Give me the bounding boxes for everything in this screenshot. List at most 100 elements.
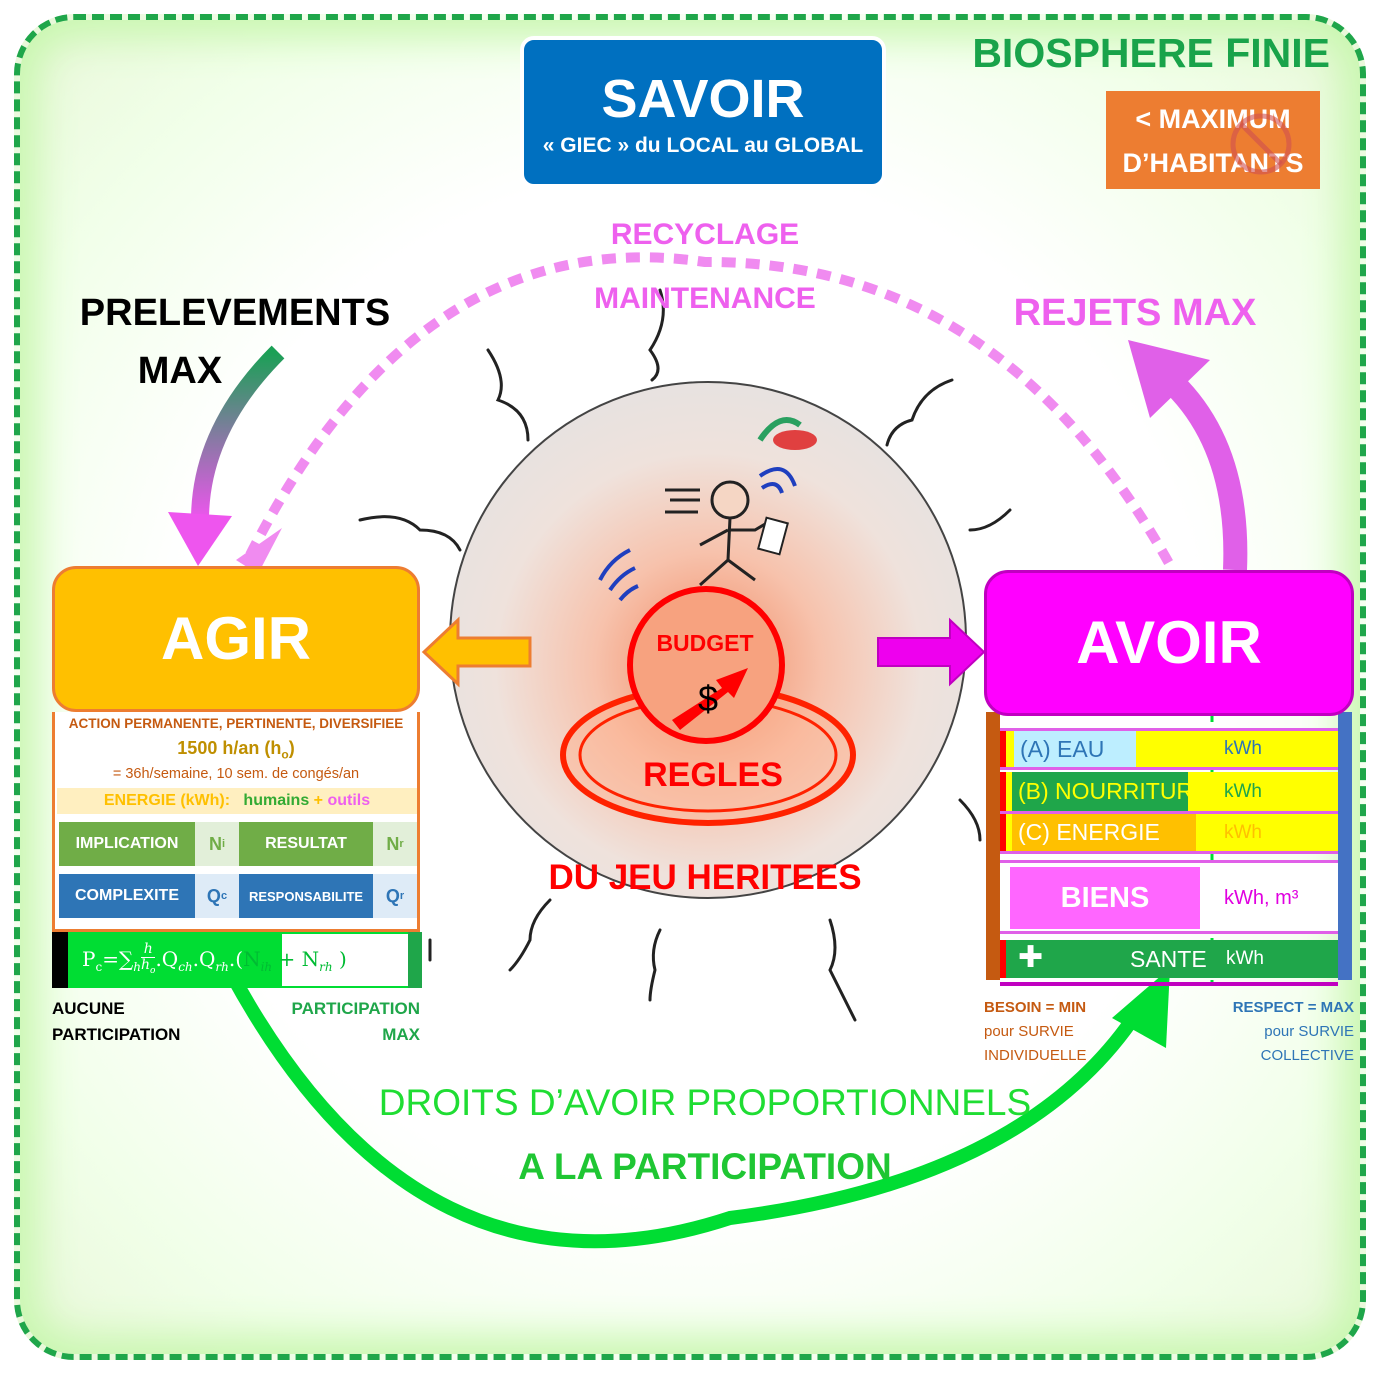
avoir-row-eau: (A) EAU kWh [1000,728,1338,770]
maintenance-label: MAINTENANCE [594,282,816,315]
formula-n1: N [243,946,261,971]
biens-label: BIENS [1010,867,1200,929]
agir-hours: 1500 h/an (ho) [55,738,417,762]
recyclage-arrowhead [236,528,282,574]
rejets-label: REJETS MAX [1013,292,1257,334]
savoir-title: SAVOIR [601,69,805,129]
nr-sub: r [399,838,404,850]
agir-details: ACTION PERMANENTE, PERTINENTE, DIVERSIFI… [52,712,420,932]
ni-sub: i [221,838,226,850]
nourriture-label: (B) NOURRITURE [1018,778,1209,804]
participation-arrow [225,971,1146,1249]
globe-rays [358,288,1012,1022]
respect-line2: pour SURVIE [1264,1023,1354,1040]
no-entry-icon [1230,113,1292,175]
agir-box: AGIR [52,566,420,712]
droits-line2: A LA PARTICIPATION [518,1146,892,1187]
dollar-icon: $ [697,678,719,719]
partmax-line1: PARTICIPATION [291,999,420,1018]
max-habitants-line1: < MAXIMUM [1135,104,1291,134]
prelevements-label: PRELEVEMENTS [79,292,391,334]
budget-circle [627,586,785,744]
nr-text: N [386,833,400,854]
nourriture-fill [1012,772,1188,811]
energie-min-mark [1000,814,1006,851]
agir-energie: ENERGIE (kWh): [103,792,231,809]
avoir-besoin-bar [986,712,1000,980]
formula-sum-index: h [133,959,141,974]
agir-hours-sub: o [281,747,289,762]
qc-sub: c [220,890,228,902]
budget-up-arrow [672,668,748,730]
qr-sub: r [399,890,405,902]
participation-arrowhead [1112,968,1170,1048]
agir-outils: outils [327,792,371,809]
plant-icon [757,417,817,450]
aucune-line1: AUCUNE [52,999,125,1018]
besoin-label: BESOIN = MIN pour SURVIE INDIVIDUELLE [984,996,1087,1068]
prelevements-arrowhead [168,512,232,566]
participation-max-label: PARTICIPATION MAX [250,996,420,1048]
droits-line1: DROITS D’AVOIR PROPORTIONNELS [378,1082,1032,1123]
formula-white-part [282,934,408,986]
implication-cell: IMPLICATION [59,822,195,866]
formula-frac-den-h: h [140,957,151,973]
agir-energie-row: ENERGIE (kWh): humains + outils [57,788,417,814]
formula-qr-sub: rh [215,959,229,974]
health-cross-icon: ✚ [1018,941,1044,974]
formula-right-cap [408,932,422,988]
nourriture-unit: kWh [1224,781,1262,802]
respect-word: RESPECT [1232,999,1304,1016]
agir-arrow [421,616,532,688]
avoir-row-energie: (C) ENERGIE kWh [1000,814,1338,854]
eau-label: (A) EAU [1014,731,1136,767]
sante-label: SANTE [1130,946,1207,972]
respect-max: = MAX [1307,999,1354,1016]
aucune-line2: PARTICIPATION [52,1025,181,1044]
qr-text: Q [385,885,400,906]
besoin-line1: BESOIN = MIN [984,999,1087,1016]
agir-week: = 36h/semaine, 10 sem. de congés/an [112,766,360,782]
formula-qc: .Q [155,946,179,971]
formula-lhs-sub: c [95,959,103,974]
biosphere-title: BIOSPHERE FINIE [972,30,1330,76]
formula-n1-sub: ih [260,959,273,974]
rejets-arrowhead [1128,340,1210,418]
respect-line1: RESPECT = MAX [1180,996,1354,1020]
aucune-participation-label: AUCUNE PARTICIPATION [52,996,180,1048]
besoin-line3: INDIVIDUELLE [984,1047,1087,1064]
formula-close: ) [338,946,347,971]
biens-unit: kWh, m³ [1224,887,1299,909]
respect-label: RESPECT = MAX pour SURVIE COLLECTIVE [1180,996,1354,1068]
respect-line3: COLLECTIVE [1260,1047,1354,1064]
formula-n2-sub: rh [319,959,333,974]
prelevements-max-label: MAX [137,350,223,392]
formula-frac-den: ho [141,958,155,979]
agir-plus: + [313,792,324,809]
resultat-cell: RESULTAT [239,822,373,866]
recyclage-arc [245,252,1175,568]
avoir-row-biens: BIENS kWh, m³ [1000,860,1338,934]
formula-n-part: Nih + Nrh ) [243,946,347,974]
nourriture-min-mark [1000,772,1006,811]
eau-min-mark [1000,731,1006,767]
formula-qr: .Q [192,946,216,971]
stick-figure [665,480,773,587]
sante-unit: kWh [1226,948,1264,969]
wifi-icon [598,466,797,602]
formula-frac-num: h [140,942,156,958]
avoir-row-sante: ✚ SANTE kWh [1000,940,1338,978]
agir-hours-text: 1500 h/an (h [177,738,282,758]
rejets-arrow [1166,376,1248,571]
savoir-subtitle: « GIEC » du LOCAL au GLOBAL [542,134,864,157]
formula-plus: + N [278,946,320,971]
formula-lhs: P [82,946,96,971]
prelevements-arrow [191,345,285,521]
avoir-arrow [877,617,986,687]
qc-text: Q [206,885,221,906]
